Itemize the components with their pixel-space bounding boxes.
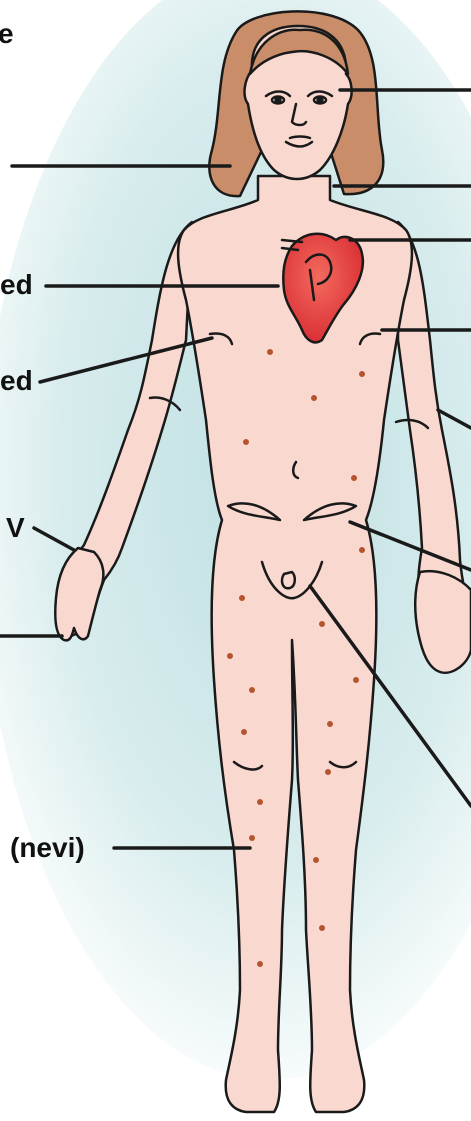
label-arm-fragment: V [6, 514, 25, 542]
label-leg-fragment: (nevi) [10, 834, 85, 862]
label-chest-lower-fragment: ed [0, 367, 33, 395]
label-chest-upper-fragment: ed [0, 271, 33, 299]
label-top-fragment: e [0, 20, 14, 48]
